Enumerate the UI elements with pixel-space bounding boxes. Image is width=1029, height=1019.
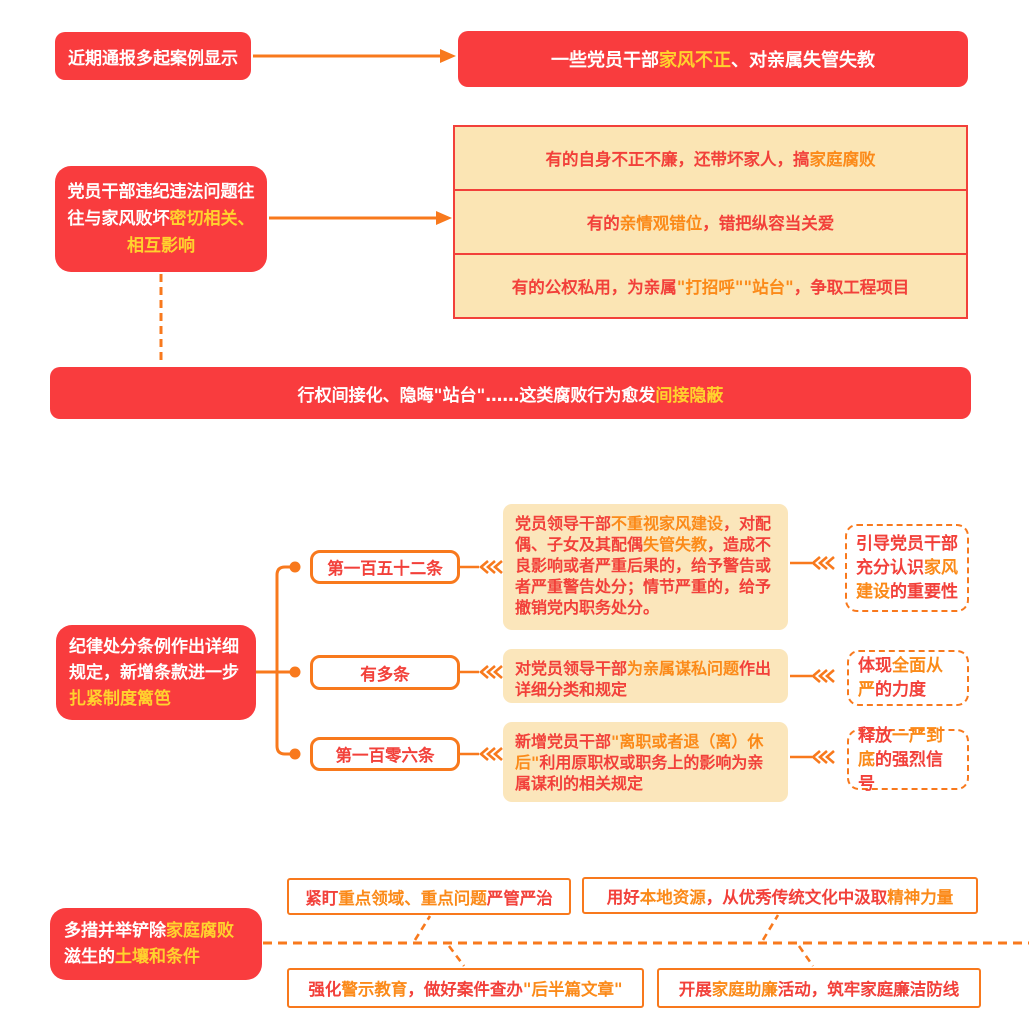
- measure-text: 开展家庭助廉活动，筑牢家庭廉洁防线: [678, 980, 960, 999]
- cause-text: 党员干部违纪违法问题往往与家风败坏密切相关、相互影响: [67, 181, 255, 256]
- article-note-box: 引导党员干部充分认识家风建设的重要性: [845, 524, 969, 612]
- measures-dashed-branches: [413, 914, 815, 967]
- example-row: 有的公权私用，为亲属"打招呼""站台"，争取工程项目: [455, 253, 966, 317]
- measure-box-family: 开展家庭助廉活动，筑牢家庭廉洁防线: [657, 968, 981, 1008]
- dot-icon: [289, 748, 301, 760]
- article-content-box: 党员领导干部不重视家风建设，对配偶、子女及其配偶失管失教，造成不良影响或者严重后…: [503, 504, 788, 630]
- measure-box-education: 强化警示教育，做好案件查办"后半篇文章": [287, 968, 644, 1008]
- example-row: 有的自身不正不廉，还带坏家人，搞家庭腐败: [455, 127, 966, 189]
- measures-intro-text: 多措并举铲除家庭腐败滋生的土壤和条件: [64, 921, 234, 967]
- triple-chevron-connector: [790, 556, 835, 764]
- regulation-intro-box: 纪律处分条例作出详细规定，新增条款进一步扎紧制度篱笆: [56, 625, 256, 720]
- article-label-text: 第一百五十二条: [327, 559, 443, 578]
- article-label-106: 第一百零六条: [310, 737, 460, 771]
- arrow-cause-icon: [269, 211, 452, 225]
- article-content-box: 对党员领导干部为亲属谋私问题作出详细分类和规定: [503, 649, 788, 703]
- measure-box-culture: 用好本地资源，从优秀传统文化中汲取精神力量: [582, 877, 978, 914]
- example-row: 有的亲情观错位，错把纵容当关爱: [455, 189, 966, 253]
- case-result-text: 一些党员干部家风不正、对亲属失管失教: [551, 50, 875, 71]
- example-text: 有的公权私用，为亲属"打招呼""站台"，争取工程项目: [511, 278, 910, 297]
- example-text: 有的亲情观错位，错把纵容当关爱: [586, 214, 835, 233]
- article-note-box: 释放一严到底的强烈信号: [847, 726, 969, 794]
- examples-table: 有的自身不正不廉，还带坏家人，搞家庭腐败 有的亲情观错位，错把纵容当关爱 有的公…: [453, 125, 968, 319]
- article-label-text: 有多条: [360, 664, 410, 684]
- article-note-text: 引导党员干部充分认识家风建设的重要性: [856, 534, 958, 602]
- measure-text: 强化警示教育，做好案件查办"后半篇文章": [308, 980, 623, 999]
- article-content-text: 党员领导干部不重视家风建设，对配偶、子女及其配偶失管失教，造成不良影响或者严重后…: [515, 514, 772, 617]
- conclusion-banner: 行权间接化、隐晦"站台"……这类腐败行为愈发间接隐蔽: [50, 367, 971, 419]
- regulation-intro-text: 纪律处分条例作出详细规定，新增条款进一步扎紧制度篱笆: [69, 636, 239, 709]
- dot-icon: [289, 666, 301, 678]
- case-result-box: 一些党员干部家风不正、对亲属失管失教: [458, 31, 968, 87]
- article-note-text: 释放一严到底的强烈信号: [858, 725, 943, 794]
- arrow-top-icon: [253, 49, 456, 63]
- triple-chevron-connector: [460, 560, 503, 761]
- example-text: 有的自身不正不廉，还带坏家人，搞家庭腐败: [545, 150, 876, 169]
- article-label-multi: 有多条: [310, 655, 460, 690]
- measure-text: 紧盯重点领域、重点问题严管严治: [305, 888, 553, 908]
- measure-box-focus: 紧盯重点领域、重点问题严管严治: [287, 878, 571, 915]
- bracket-connector: [256, 561, 301, 760]
- case-report-box: 近期通报多起案例显示: [55, 32, 251, 80]
- article-note-text: 体现全面从严的力度: [858, 656, 943, 700]
- article-label-152: 第一百五十二条: [310, 550, 460, 584]
- dot-icon: [289, 561, 301, 573]
- article-content-text: 新增党员干部"离职或者退（离）休后"利用原职权或职务上的影响为亲属谋利的相关规定: [515, 732, 764, 793]
- article-note-box: 体现全面从严的力度: [847, 650, 969, 706]
- cause-box: 党员干部违纪违法问题往往与家风败坏密切相关、相互影响: [55, 166, 267, 272]
- case-report-text: 近期通报多起案例显示: [68, 48, 238, 69]
- article-content-box: 新增党员干部"离职或者退（离）休后"利用原职权或职务上的影响为亲属谋利的相关规定: [503, 722, 788, 802]
- conclusion-text: 行权间接化、隐晦"站台"……这类腐败行为愈发间接隐蔽: [297, 385, 724, 406]
- measures-intro-box: 多措并举铲除家庭腐败滋生的土壤和条件: [50, 908, 262, 980]
- article-content-text: 对党员领导干部为亲属谋私问题作出详细分类和规定: [515, 659, 772, 699]
- measure-text: 用好本地资源，从优秀传统文化中汲取精神力量: [606, 887, 954, 907]
- article-label-text: 第一百零六条: [335, 746, 435, 765]
